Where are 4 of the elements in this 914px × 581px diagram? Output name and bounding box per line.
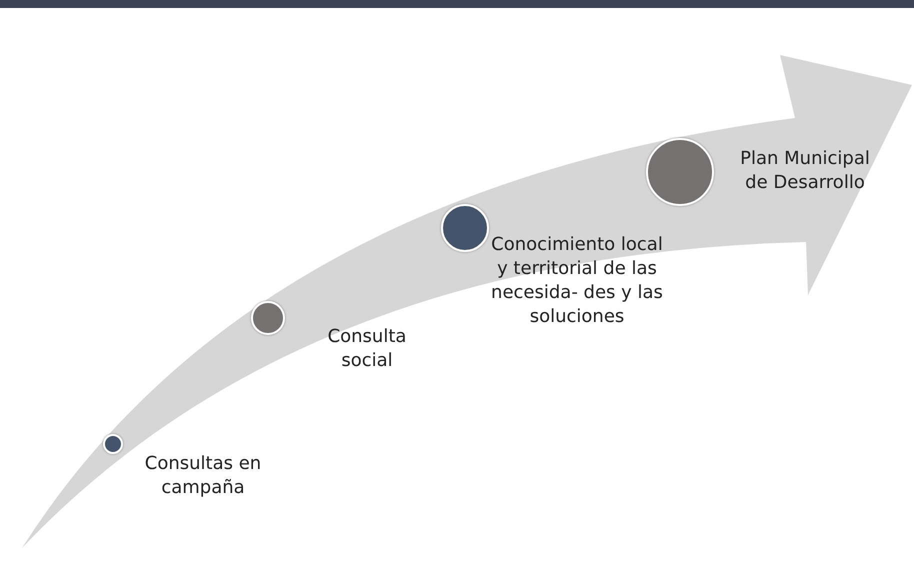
step-label: Consultas en campaña	[144, 452, 262, 500]
step-label: Conocimiento local y territorial de las necesida- des y las soluciones	[490, 233, 664, 329]
step-label: Plan Municipal de Desarrollo	[739, 147, 871, 195]
step-label: Consulta social	[326, 325, 408, 373]
